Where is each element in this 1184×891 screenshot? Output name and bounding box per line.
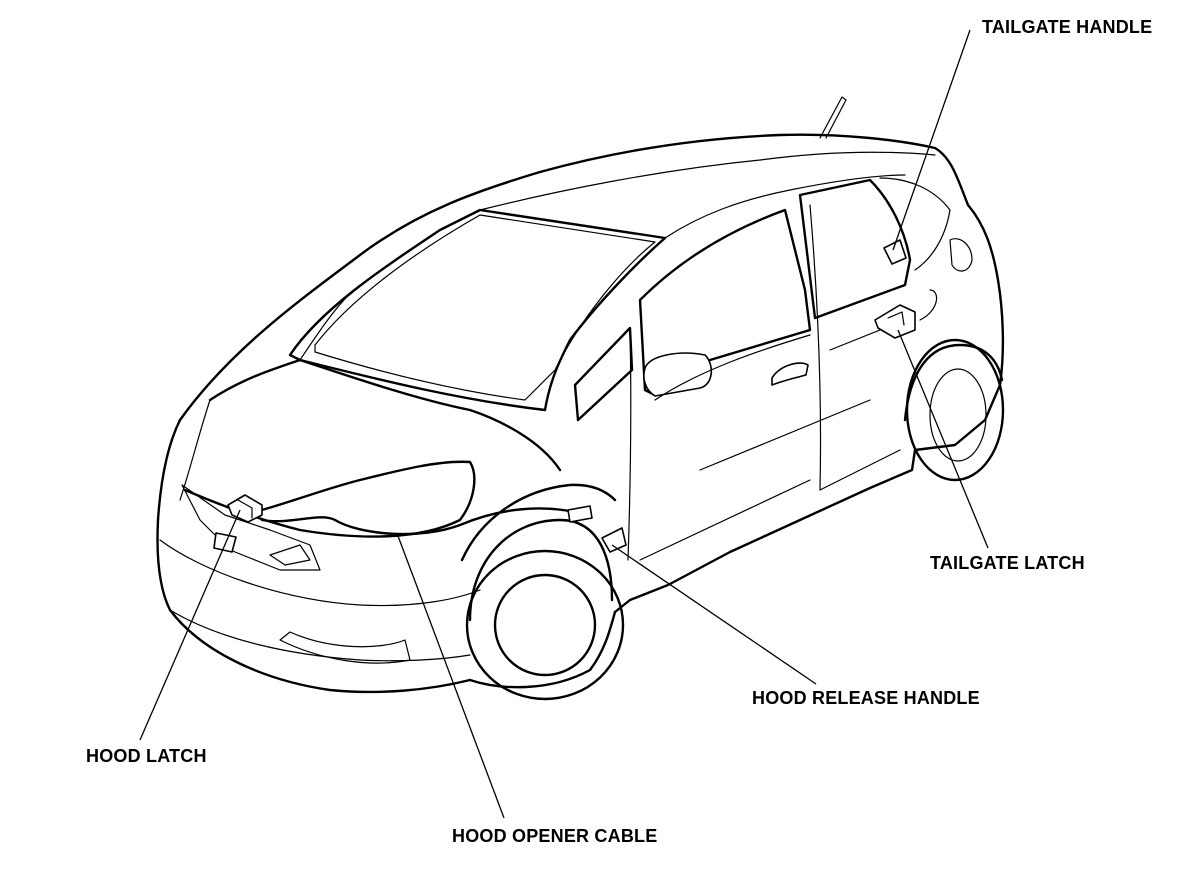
callout-hood-opener-cable: HOOD OPENER CABLE (452, 826, 658, 846)
leader-hood-release (611, 544, 817, 685)
hood-opener-cable (260, 507, 577, 536)
side-mirror (643, 352, 713, 397)
callout-tailgate-latch: TAILGATE LATCH (930, 553, 1085, 573)
leader-tailgate-handle (892, 29, 971, 251)
hood-release-handle (567, 505, 627, 553)
callout-hood-release-handle: HOOD RELEASE HANDLE (752, 688, 980, 708)
leader-hood-latch (139, 509, 241, 741)
callout-tailgate-handle: TAILGATE HANDLE (982, 17, 1153, 37)
leader-lines (139, 29, 989, 819)
rear-wheel (903, 338, 1005, 482)
leader-hood-cable (397, 535, 505, 819)
roof-and-windows (479, 151, 951, 422)
tailgate-handle (883, 239, 907, 265)
doors (627, 204, 906, 561)
leader-tailgate-latch (897, 329, 989, 549)
callout-hood-latch: HOOD LATCH (86, 746, 207, 766)
rear-body (919, 238, 973, 321)
windshield (288, 208, 667, 412)
tailgate-latch (874, 304, 916, 339)
antenna (819, 96, 847, 139)
hood-latch (227, 494, 263, 523)
car-body-outline (156, 133, 1005, 694)
front-wheel (460, 483, 625, 701)
